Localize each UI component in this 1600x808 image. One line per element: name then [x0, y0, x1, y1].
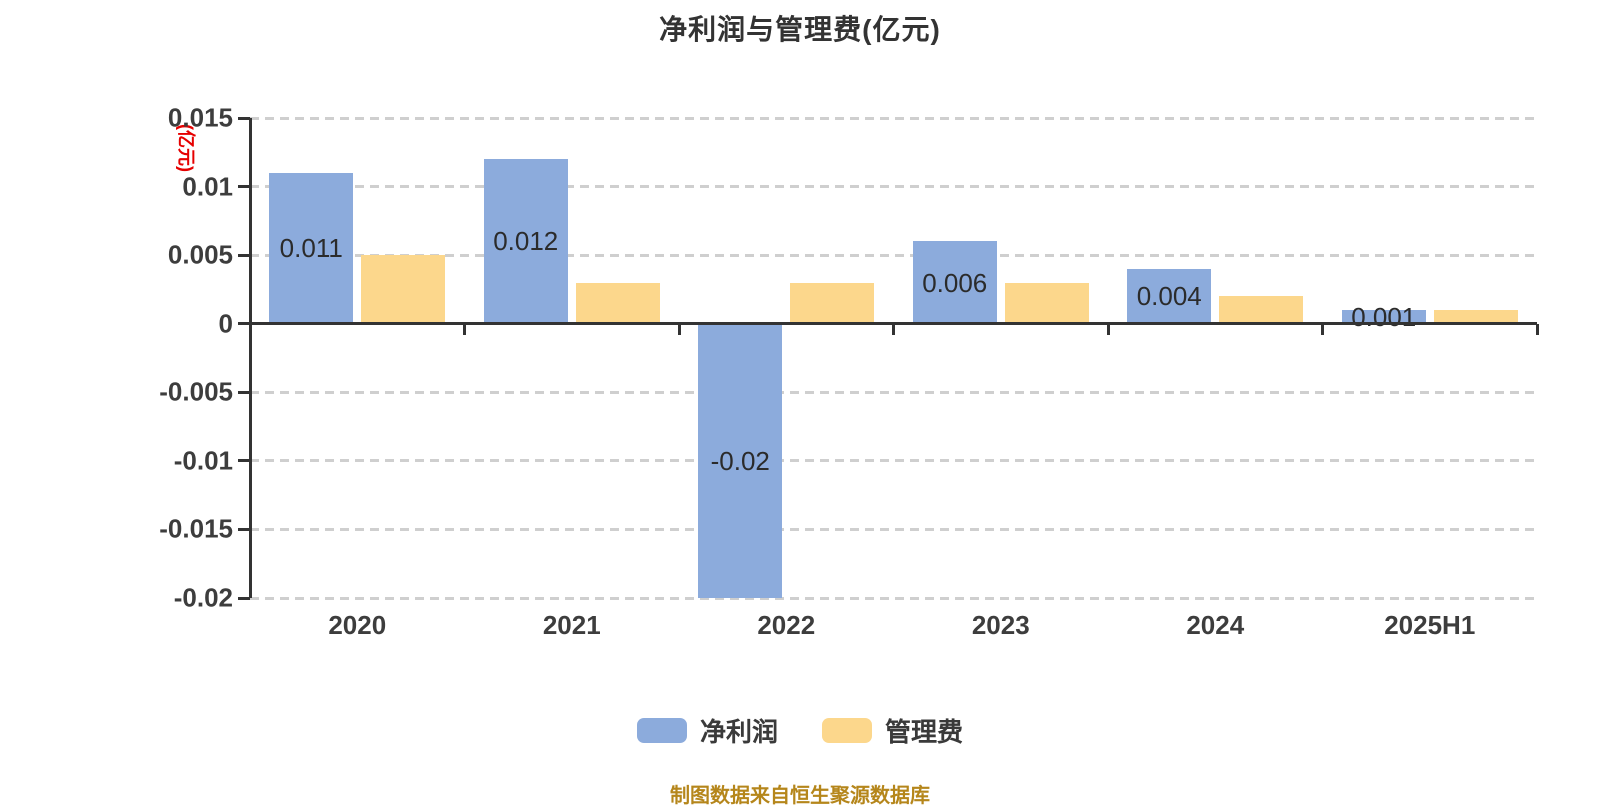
y-axis-tick: [238, 185, 250, 189]
y-axis-tick: [238, 459, 250, 463]
y-tick-label: 0.01: [182, 171, 233, 202]
chart-title: 净利润与管理费(亿元): [659, 14, 941, 45]
y-axis-tick: [238, 116, 250, 120]
x-axis-tick: [1321, 323, 1324, 335]
x-axis-tick: [677, 323, 681, 335]
gridline: [250, 390, 1537, 394]
bar-management-fee: [361, 255, 446, 324]
source-note: 制图数据来自恒生聚源数据库: [670, 785, 930, 807]
y-tick-label: 0.015: [167, 102, 233, 133]
gridline: [250, 527, 1537, 531]
gridline: [250, 596, 1537, 600]
y-axis-tick: [238, 322, 250, 326]
legend-item: 净利润: [636, 712, 778, 749]
bar-net-profit: 0.004: [1127, 268, 1212, 324]
legend: 净利润 管理费: [0, 712, 1600, 749]
y-tick-label: 0: [218, 308, 233, 339]
y-axis-tick: [238, 253, 250, 257]
bar-management-fee: [1433, 310, 1518, 324]
bar-management-fee: [1004, 282, 1089, 324]
bar-management-fee: [790, 282, 875, 324]
bar-value-label: 0.004: [1136, 281, 1202, 312]
bar-value-label: 0.006: [922, 267, 988, 298]
bar-management-fee: [1219, 296, 1304, 324]
bar-net-profit: 0.006: [912, 241, 997, 324]
legend-swatch-management-fee: [822, 718, 872, 743]
bar-management-fee: [575, 282, 660, 324]
x-tick-label: 2022: [757, 610, 816, 640]
gridline: [250, 253, 1537, 257]
bar-value-label: 0.011: [279, 233, 343, 264]
bar-value-label: -0.02: [710, 445, 770, 476]
bar-net-profit: 0.012: [483, 159, 568, 324]
bar-net-profit: 0.001: [1341, 304, 1426, 330]
y-tick-label: -0.01: [173, 445, 233, 476]
x-tick-label: 2021: [542, 610, 601, 640]
y-tick-label: -0.015: [159, 513, 233, 544]
bar-value-label: 0.012: [493, 226, 559, 257]
y-tick-label: -0.005: [159, 376, 233, 407]
bar-value-label: 0.001: [1351, 301, 1417, 332]
legend-swatch-net-profit: [636, 718, 687, 743]
bar-net-profit: -0.02: [698, 323, 783, 598]
bar-net-profit: 0.011: [269, 172, 354, 324]
x-axis-tick: [1106, 323, 1110, 335]
x-axis-tick: [463, 323, 466, 335]
x-axis-tick: [892, 323, 895, 335]
x-tick-label: 2025H1: [1384, 610, 1476, 640]
legend-label: 净利润: [699, 717, 778, 747]
gridline: [250, 459, 1537, 463]
y-axis-tick: [238, 390, 250, 394]
x-tick-label: 2023: [971, 610, 1030, 640]
y-axis-tick: [238, 596, 250, 600]
y-axis-tick: [238, 527, 250, 531]
gridline: [250, 116, 1537, 120]
gridline: [250, 185, 1537, 189]
y-tick-label: 0.005: [167, 239, 233, 270]
y-tick-label: -0.02: [173, 582, 233, 613]
x-tick-label: 2020: [328, 610, 387, 640]
legend-label: 管理费: [885, 717, 964, 747]
legend-item: 管理费: [822, 712, 963, 749]
y-axis-line: [248, 118, 252, 598]
x-tick-label: 2024: [1186, 610, 1245, 640]
x-axis-tick: [1535, 323, 1539, 335]
